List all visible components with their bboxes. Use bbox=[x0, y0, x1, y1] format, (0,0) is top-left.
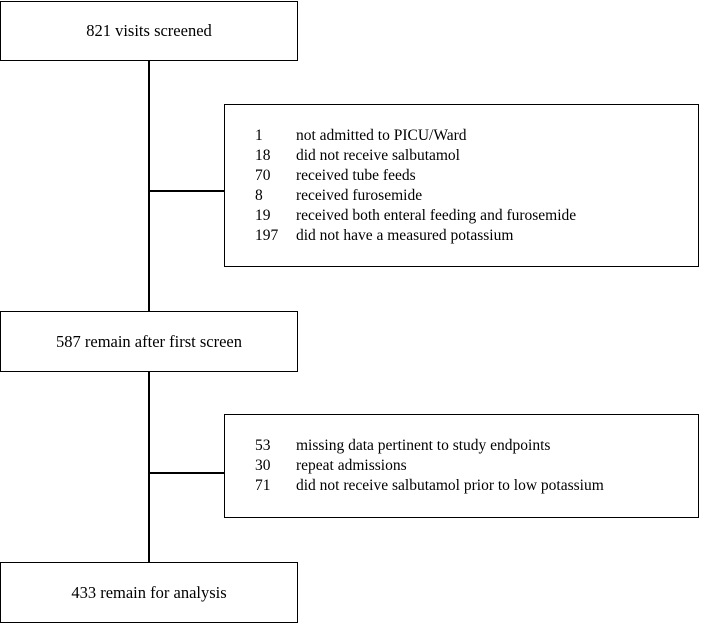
exclusion-item: 1 not admitted to PICU/Ward bbox=[255, 127, 675, 145]
exclusion-reason: received tube feeds bbox=[296, 167, 416, 184]
exclusion-count: 8 bbox=[255, 187, 263, 204]
exclusion-count: 197 bbox=[255, 227, 279, 244]
exclusion-reason: did not have a measured potassium bbox=[296, 227, 514, 244]
box-visits-screened: 821 visits screened bbox=[0, 1, 298, 61]
connector-vertical-2 bbox=[148, 372, 150, 562]
exclusion-reason: missing data pertinent to study endpoint… bbox=[296, 437, 551, 454]
box-visits-screened-label: 821 visits screened bbox=[86, 21, 212, 40]
box-remain-after-first-screen-label: 587 remain after first screen bbox=[56, 331, 242, 351]
exclusion-reason: did not receive salbutamol prior to low … bbox=[296, 477, 604, 494]
exclusion-count: 18 bbox=[255, 147, 271, 164]
exclusion-reason: received furosemide bbox=[296, 187, 423, 204]
exclusion-reason: received both enteral feeding and furose… bbox=[296, 207, 577, 224]
exclusion-item: 18 did not receive salbutamol bbox=[255, 147, 675, 165]
box-remain-for-analysis-label: 433 remain for analysis bbox=[71, 582, 227, 602]
box-remain-after-first-screen: 587 remain after first screen bbox=[0, 311, 298, 372]
exclusion-count: 30 bbox=[255, 457, 271, 474]
exclusion-count: 70 bbox=[255, 167, 271, 184]
box-remain-for-analysis: 433 remain for analysis bbox=[0, 562, 298, 623]
exclusion-item: 71 did not receive salbutamol prior to l… bbox=[255, 477, 675, 495]
connector-branch-2 bbox=[148, 472, 224, 474]
exclusion-count: 71 bbox=[255, 477, 271, 494]
exclusion-item: 19 received both enteral feeding and fur… bbox=[255, 207, 675, 225]
exclusion-item: 8 received furosemide bbox=[255, 187, 675, 205]
exclusion-item: 70 received tube feeds bbox=[255, 167, 675, 185]
exclusion-count: 53 bbox=[255, 437, 271, 454]
exclusion-reason: not admitted to PICU/Ward bbox=[296, 127, 467, 144]
exclusion-item: 197 did not have a measured potassium bbox=[255, 227, 675, 245]
exclusion-box-first-screen: 1 not admitted to PICU/Ward 18 did not r… bbox=[224, 104, 699, 267]
exclusion-reason: repeat admissions bbox=[296, 457, 407, 474]
exclusion-reason: did not receive salbutamol bbox=[296, 147, 460, 164]
exclusion-box-second-screen: 53 missing data pertinent to study endpo… bbox=[224, 414, 699, 518]
exclusion-item: 30 repeat admissions bbox=[255, 457, 675, 475]
connector-vertical-1 bbox=[148, 61, 150, 311]
connector-branch-1 bbox=[148, 190, 224, 192]
exclusion-count: 1 bbox=[255, 127, 263, 144]
exclusion-item: 53 missing data pertinent to study endpo… bbox=[255, 437, 675, 455]
exclusion-count: 19 bbox=[255, 207, 271, 224]
